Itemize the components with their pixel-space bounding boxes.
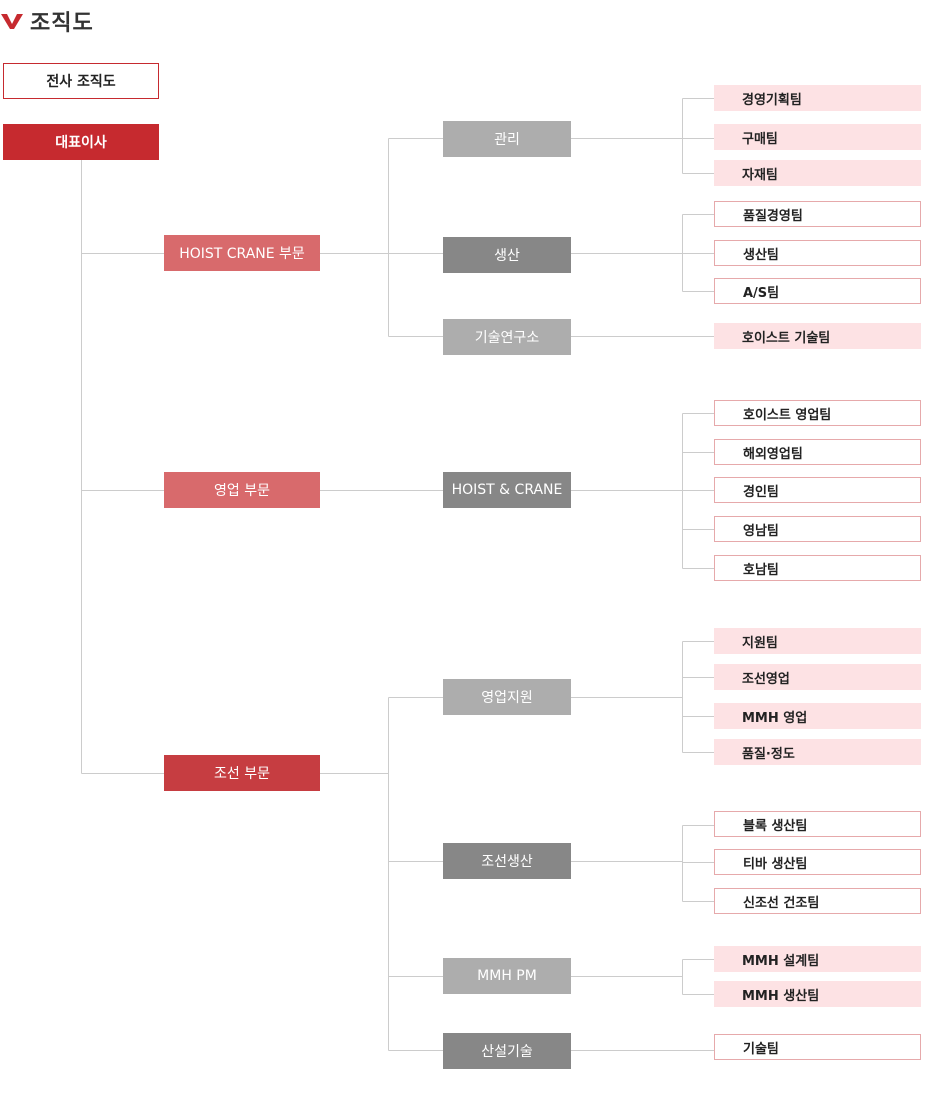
company-org-chart-label: 전사 조직도 — [3, 63, 159, 99]
dept-research-lab: 기술연구소 — [443, 319, 571, 355]
division-hoist-crane: HOIST CRANE 부문 — [164, 235, 320, 271]
division-shipbuilding: 조선 부문 — [164, 755, 320, 791]
ceo-node: 대표이사 — [3, 124, 159, 160]
team-node: 해외영업팀 — [714, 439, 921, 465]
dept-industrial-tech: 산설기술 — [443, 1033, 571, 1069]
team-node: 지원팀 — [714, 628, 921, 654]
team-node: 구매팀 — [714, 124, 921, 150]
page-title: 조직도 — [30, 11, 94, 36]
team-node: MMH 설계팀 — [714, 946, 921, 972]
team-node: 조선영업 — [714, 664, 921, 690]
dept-management: 관리 — [443, 121, 571, 157]
v-mark-icon — [1, 14, 23, 29]
division-sales: 영업 부문 — [164, 472, 320, 508]
team-node: 자재팀 — [714, 160, 921, 186]
team-node: 호남팀 — [714, 555, 921, 581]
team-node: 경영기획팀 — [714, 85, 921, 111]
team-node: 기술팀 — [714, 1034, 921, 1060]
team-node: 품질·정도 — [714, 739, 921, 765]
team-node: 티바 생산팀 — [714, 849, 921, 875]
team-node: MMH 생산팀 — [714, 981, 921, 1007]
dept-hoist-and-crane: HOIST & CRANE — [443, 472, 571, 508]
dept-production: 생산 — [443, 237, 571, 273]
team-node: 블록 생산팀 — [714, 811, 921, 837]
team-node: 경인팀 — [714, 477, 921, 503]
dept-ship-production: 조선생산 — [443, 843, 571, 879]
dept-mmh-pm: MMH PM — [443, 958, 571, 994]
team-node: 생산팀 — [714, 240, 921, 266]
team-node: MMH 영업 — [714, 703, 921, 729]
page-header: 조직도 — [0, 4, 94, 38]
team-node: 호이스트 영업팀 — [714, 400, 921, 426]
team-node: A/S팀 — [714, 278, 921, 304]
team-node: 신조선 건조팀 — [714, 888, 921, 914]
team-node: 영남팀 — [714, 516, 921, 542]
dept-sales-support: 영업지원 — [443, 679, 571, 715]
team-node: 호이스트 기술팀 — [714, 323, 921, 349]
team-node: 품질경영팀 — [714, 201, 921, 227]
